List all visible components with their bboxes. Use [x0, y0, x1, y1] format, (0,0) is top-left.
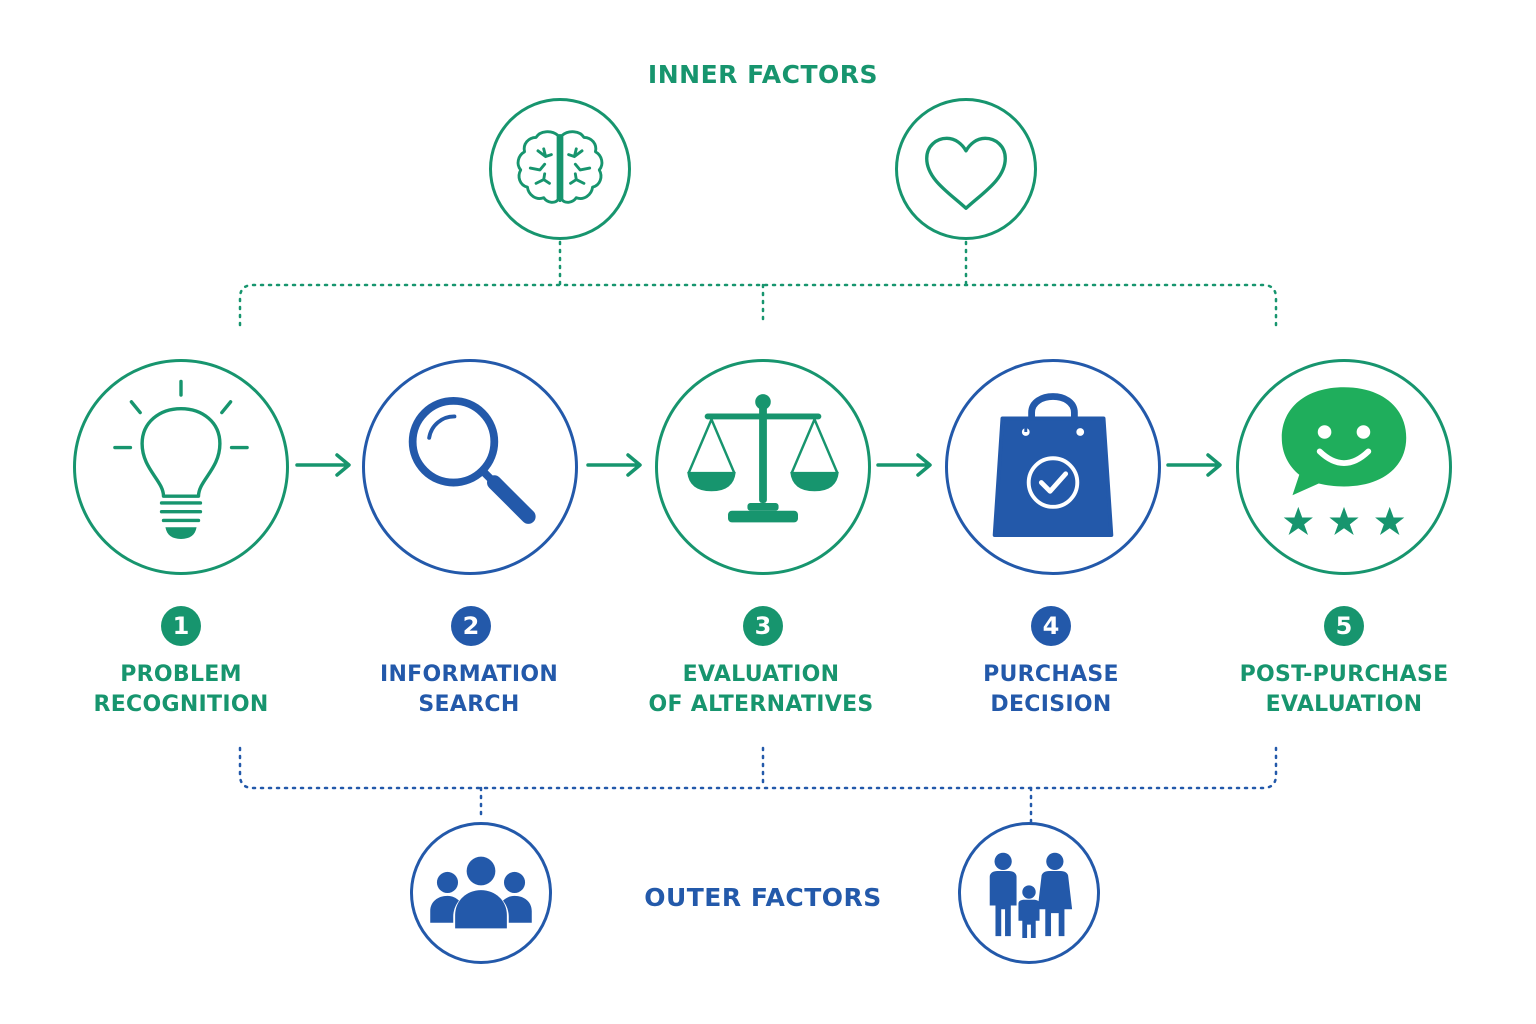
step-label-line: INFORMATION: [379, 662, 559, 687]
shopping-bag-check-icon: [992, 393, 1114, 537]
smiley-chat-stars-icon: [1281, 387, 1407, 536]
step-circle-1: [73, 359, 289, 575]
inner-factor-heart: [895, 98, 1037, 240]
step-number-4: 4: [1031, 606, 1071, 646]
arrow-right-icon: [876, 453, 932, 477]
heart-icon: [925, 136, 1007, 210]
step-circle-3: [655, 359, 871, 575]
scales-icon: [687, 394, 839, 523]
step-label-line: PROBLEM: [120, 662, 242, 687]
rating-stars: [1283, 506, 1405, 536]
step-label-3: EVALUATION OF ALTERNATIVES: [631, 660, 891, 720]
step-label-line: OF ALTERNATIVES: [648, 692, 874, 717]
step-number-2: 2: [451, 606, 491, 646]
step-label-1: PROBLEM RECOGNITION: [51, 660, 311, 720]
inner-factor-brain: [489, 98, 631, 240]
step-label-2: INFORMATION SEARCH: [339, 660, 599, 720]
arrow-right-icon: [295, 453, 351, 477]
arrow-right-icon: [1166, 453, 1222, 477]
outer-connector-lines: [238, 746, 1278, 832]
family-icon: [989, 852, 1073, 939]
inner-connector-lines: [238, 240, 1278, 327]
step-label-5: POST-PURCHASE EVALUATION: [1214, 660, 1474, 720]
step-label-line: RECOGNITION: [93, 692, 269, 717]
group-icon: [430, 856, 532, 929]
step-label-line: EVALUATION: [1265, 692, 1423, 717]
magnifier-icon: [408, 397, 536, 524]
step-label-line: EVALUATION: [682, 662, 840, 687]
step-label-line: SEARCH: [418, 692, 520, 717]
outer-factor-family: [958, 822, 1100, 964]
step-number-1: 1: [161, 606, 201, 646]
step-label-4: PURCHASE DECISION: [921, 660, 1181, 720]
step-number-5: 5: [1324, 606, 1364, 646]
outer-factors-title: OUTER FACTORS: [644, 883, 882, 912]
step-label-line: PURCHASE: [983, 662, 1119, 687]
step-label-line: DECISION: [990, 692, 1112, 717]
step-circle-4: [945, 359, 1161, 575]
step-label-line: POST-PURCHASE: [1239, 662, 1449, 687]
arrow-right-icon: [586, 453, 642, 477]
step-circle-5: [1236, 359, 1452, 575]
step-circle-2: [362, 359, 578, 575]
inner-factors-title: INNER FACTORS: [647, 60, 879, 89]
lightbulb-icon: [113, 379, 249, 539]
outer-factor-group: [410, 822, 552, 964]
brain-icon: [516, 130, 604, 204]
step-number-3: 3: [743, 606, 783, 646]
